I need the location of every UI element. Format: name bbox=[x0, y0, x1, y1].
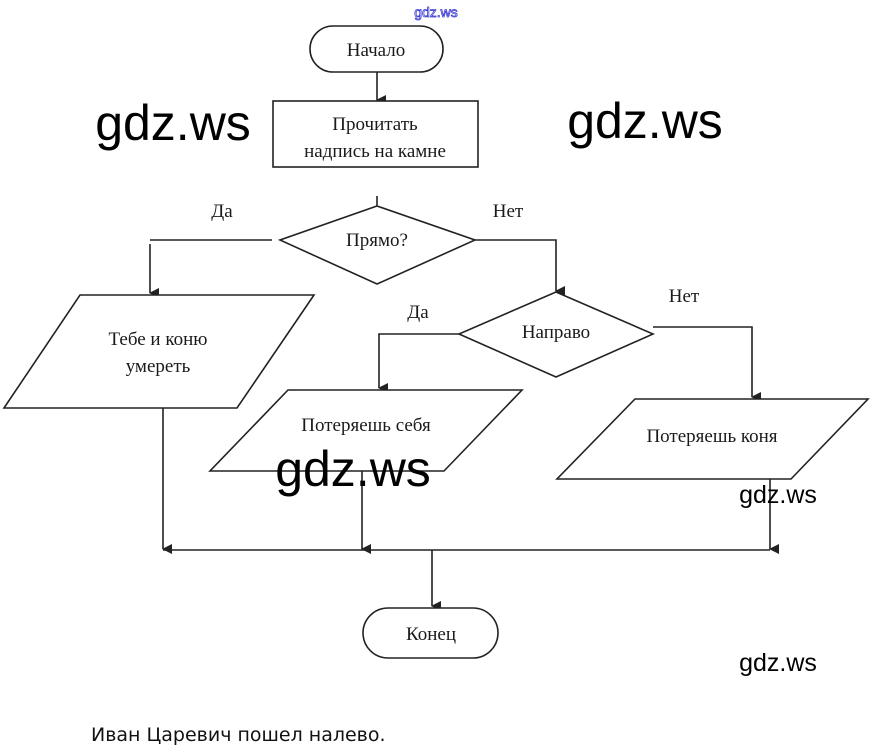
output-right-label: Потеряешь себя bbox=[301, 415, 431, 436]
watermark-top-left: gdz.ws bbox=[95, 95, 251, 151]
read-label-line2: надпись на камне bbox=[304, 141, 446, 162]
decision2-yes-label: Да bbox=[407, 302, 429, 323]
edge-decision2-yes bbox=[378, 333, 459, 393]
read-node: Прочитать надпись на камне bbox=[272, 100, 479, 168]
decision1-shape bbox=[277, 205, 478, 285]
output-straight-line1: Тебе и коню bbox=[109, 329, 208, 350]
decision2-node: Направо bbox=[457, 291, 655, 378]
watermark-top-right: gdz.ws bbox=[567, 93, 723, 149]
end-node: Конец bbox=[362, 607, 499, 659]
output-straight-shape bbox=[2, 294, 316, 409]
decision2-label: Направо bbox=[522, 322, 590, 343]
output-right-shape bbox=[208, 389, 524, 472]
end-shape bbox=[362, 607, 499, 659]
answer-text: Иван Царевич пошел налево. bbox=[91, 724, 386, 746]
start-label: Начало bbox=[347, 40, 406, 61]
read-shape bbox=[272, 100, 479, 168]
output-left-shape bbox=[555, 398, 870, 480]
decision2-shape bbox=[457, 291, 655, 378]
output-left-label: Потеряешь коня bbox=[646, 426, 777, 447]
watermark-right-bottom: gdz.ws bbox=[739, 649, 817, 677]
output-left-node: Потеряешь коня bbox=[555, 398, 870, 480]
decision1-label: Прямо? bbox=[346, 230, 408, 251]
decision1-yes-label: Да bbox=[211, 201, 233, 222]
end-label: Конец bbox=[406, 624, 456, 645]
output-straight-node: Тебе и коню умереть bbox=[2, 294, 316, 409]
edge-decision2-no bbox=[653, 326, 761, 402]
watermark-right-mid: gdz.ws bbox=[739, 481, 817, 509]
decision1-no-label: Нет bbox=[493, 201, 524, 222]
output-right-node: Потеряешь себя bbox=[208, 389, 524, 472]
output-straight-line2: умереть bbox=[126, 356, 191, 377]
read-label-line1: Прочитать bbox=[332, 114, 418, 135]
watermark-top-small: gdz.ws bbox=[414, 4, 458, 20]
decision1-node: Прямо? bbox=[277, 205, 478, 285]
start-node: Начало bbox=[309, 25, 444, 73]
decision2-no-label: Нет bbox=[669, 286, 700, 307]
watermark-center: gdz.ws bbox=[275, 441, 431, 497]
edge-decision1-no bbox=[475, 239, 565, 296]
